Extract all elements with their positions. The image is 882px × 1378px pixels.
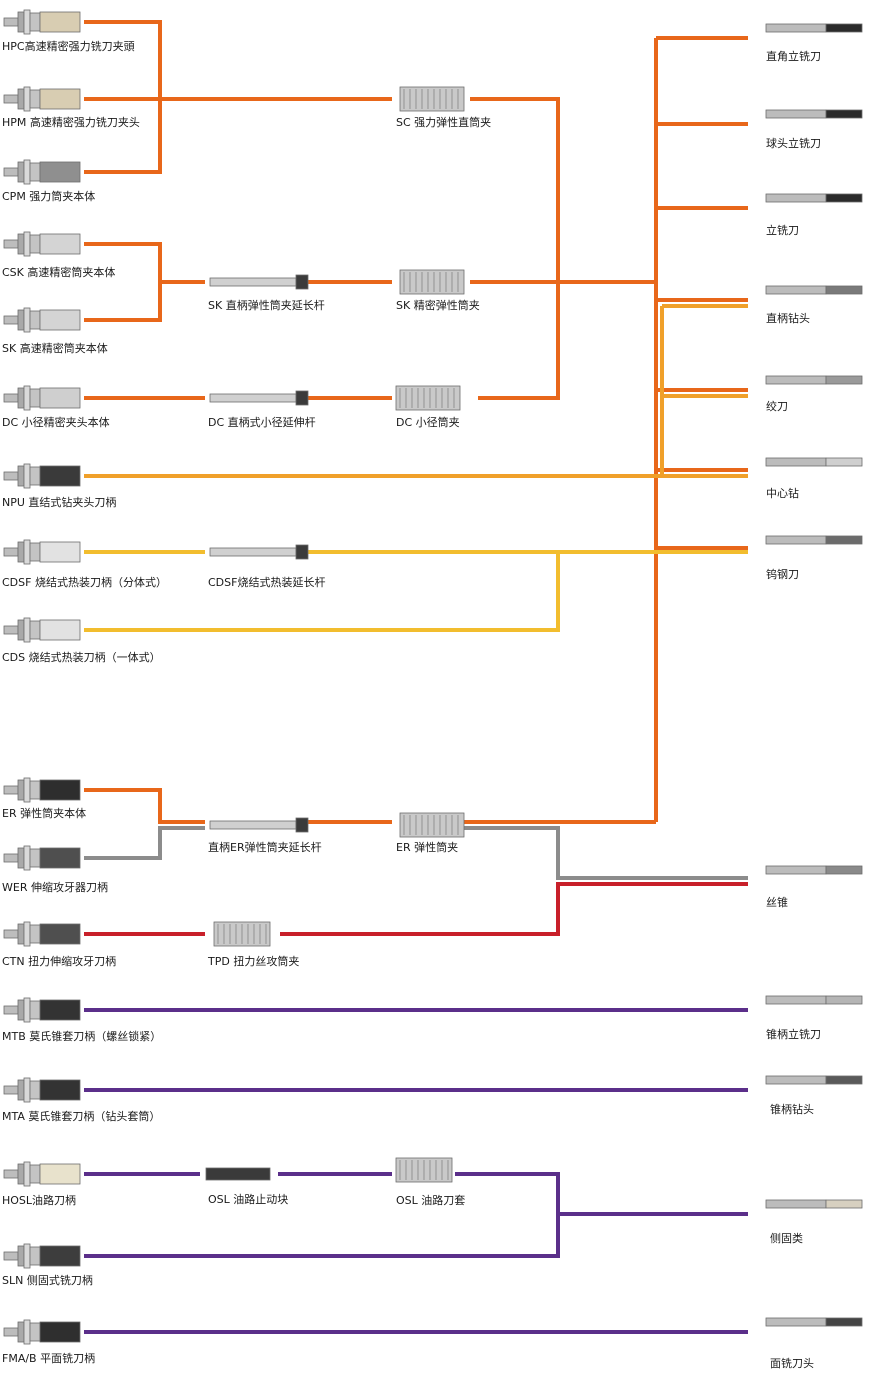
cdsf-ext-label: CDSF烧结式热装延长杆 (208, 576, 326, 589)
sk-label: SK 高速精密筒夹本体 (2, 342, 108, 355)
shrink-extension-icon (209, 544, 309, 560)
osl-stop-label: OSL 油路止动块 (208, 1193, 289, 1206)
straight-collet-icon (399, 86, 465, 112)
dc-collet-label: DC 小径筒夹 (396, 416, 460, 429)
taper-drill-label: 锥柄钻头 (770, 1103, 814, 1116)
hpc-label: HPC高速精密强力铣刀夹頭 (2, 40, 135, 53)
cds-line-line (84, 552, 560, 632)
end-mill-icon (765, 23, 863, 33)
component-icons (3, 9, 863, 1345)
sk-ext-label: SK 直柄弹性筒夹延长杆 (208, 299, 325, 312)
csk-label: CSK 高速精密筒夹本体 (2, 266, 116, 279)
connection-lines (84, 20, 748, 1334)
reamer-icon (765, 375, 863, 385)
wer-line-line (84, 826, 205, 860)
ctn-label: CTN 扭力伸缩攻牙刀柄 (2, 955, 117, 968)
sln-label: SLN 侧固式铣刀柄 (2, 1274, 93, 1287)
sk-collet-label: SK 精密弹性筒夹 (396, 299, 480, 312)
collet-icon (399, 269, 465, 295)
er-to-tap-gray-line (455, 826, 748, 880)
side-lock-holder-icon (3, 1243, 81, 1269)
cds-label: CDS 烧结式热装刀柄（一体式） (2, 651, 161, 664)
tapping-holder-icon (3, 845, 81, 871)
power-chuck-icon (3, 159, 81, 185)
tapping-holder-icon (3, 921, 81, 947)
csk-sk-bus-line (84, 242, 162, 322)
oil-sleeve-icon (395, 1157, 453, 1183)
taper-end-mill-icon (765, 995, 863, 1005)
er-label: ER 弹性筒夹本体 (2, 807, 87, 820)
tap-label: 丝锥 (766, 896, 788, 909)
hydraulic-chuck-icon (3, 9, 81, 35)
tpd-label: TPD 扭力丝攻筒夹 (208, 955, 300, 968)
dc-ext-label: DC 直柄式小径延伸杆 (208, 416, 316, 429)
morse-holder-icon (3, 997, 81, 1023)
er-to-er-ext-line (84, 788, 205, 824)
tpd-to-tap-line (280, 882, 748, 936)
center-drill-label: 中心钻 (766, 487, 799, 500)
fma-label: FMA/B 平面铣刀柄 (2, 1352, 96, 1365)
npu-label: NPU 直结式钻夹头刀柄 (2, 496, 117, 509)
taper-end-mill-label: 锥柄立铣刀 (766, 1028, 821, 1041)
extension-rod-icon (209, 817, 309, 833)
er-holder-icon (3, 777, 81, 803)
collet-holder-icon (3, 231, 81, 257)
shrink-holder-icon (3, 617, 81, 643)
morse-holder-icon (3, 1077, 81, 1103)
wer-label: WER 伸缩攻牙器刀柄 (2, 881, 108, 894)
ball-end-mill-icon (765, 109, 863, 119)
collet-icon (395, 385, 461, 411)
collet-icon (399, 812, 465, 838)
carbide-cutter-label: 钨钢刀 (766, 568, 799, 581)
carbide-cutter-icon (765, 535, 863, 545)
extension-rod-icon (209, 274, 309, 290)
mta-label: MTA 莫氏锥套刀柄（钻头套筒） (2, 1110, 161, 1123)
end-mill-label: 立铣刀 (766, 224, 799, 237)
tap-collet-icon (213, 921, 271, 947)
face-mill-holder-icon (3, 1319, 81, 1345)
hosl-label: HOSL油路刀柄 (2, 1194, 77, 1207)
taper-drill-icon (765, 1075, 863, 1085)
slim-holder-icon (3, 385, 81, 411)
sc-to-trunk-line (470, 97, 560, 400)
extension-rod-icon (209, 390, 309, 406)
dc-label: DC 小径精密夹头本体 (2, 416, 110, 429)
straight-drill-label: 直柄钻头 (766, 312, 810, 325)
face-mill-label: 面铣刀头 (770, 1357, 814, 1370)
tap-icon (765, 865, 863, 875)
osl-sleeve-label: OSL 油路刀套 (396, 1194, 466, 1207)
sc-label: SC 强力弹性直筒夹 (396, 116, 492, 129)
er-collet-label: ER 弹性筒夹 (396, 841, 459, 854)
sleeve-to-side-lock-line (84, 1172, 560, 1258)
center-drill-icon (765, 457, 863, 467)
cpm-label: CPM 强力筒夹本体 (2, 190, 96, 203)
face-mill-icon (765, 1317, 863, 1327)
oil-holder-icon (3, 1161, 81, 1187)
drill-icon (765, 285, 863, 295)
hydraulic-chuck-icon (3, 86, 81, 112)
er-ext-label: 直柄ER弹性筒夹延长杆 (208, 841, 322, 854)
mtb-label: MTB 莫氏锥套刀柄（螺丝锁紧） (2, 1030, 162, 1043)
collet-holder-icon (3, 307, 81, 333)
shrink-holder-icon (3, 539, 81, 565)
end-mill-icon (765, 193, 863, 203)
reamer-label: 绞刀 (766, 400, 788, 413)
hpm-label: HPM 高速精密强力铣刀夹头 (2, 116, 140, 129)
side-lock-drill-icon (765, 1199, 863, 1209)
cdsf-label: CDSF 烧结式热装刀柄（分体式） (2, 576, 167, 589)
drill-chuck-icon (3, 463, 81, 489)
stop-block-icon (205, 1167, 271, 1181)
side-lock-label: 侧固类 (770, 1232, 803, 1245)
ball-end-mill-label: 球头立铣刀 (766, 137, 821, 150)
square-end-mill-label: 直角立铣刀 (766, 50, 821, 63)
